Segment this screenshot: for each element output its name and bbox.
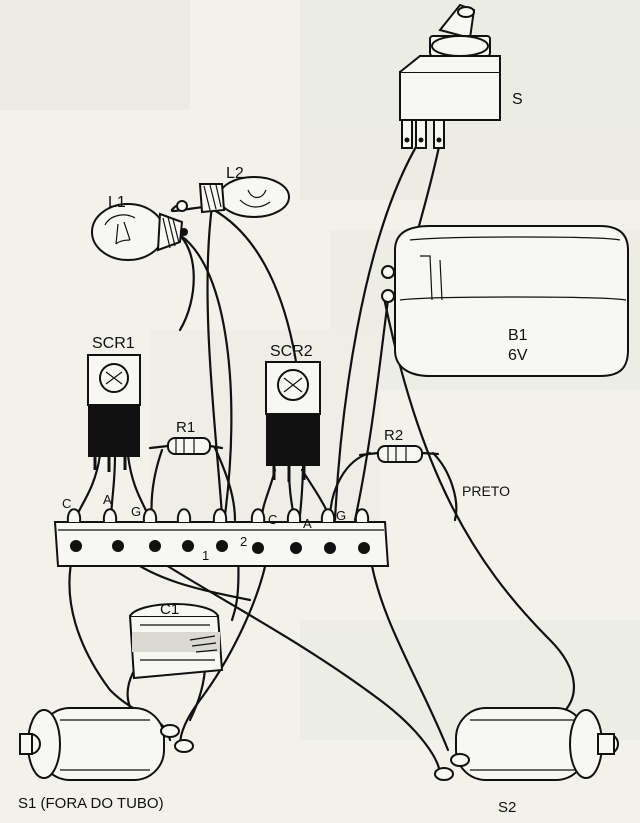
label-scr1-pin-a: A	[103, 492, 112, 507]
label-c1: C1	[160, 601, 179, 618]
toggle-switch-s: S	[399, 3, 523, 149]
resistor-r2: R2	[358, 427, 440, 463]
label-scr2-pin-a: A	[303, 516, 312, 531]
label-s1-caption: S1 (FORA DO TUBO)	[18, 795, 164, 812]
resistor-r1: R1	[148, 419, 224, 455]
label-scr1-pin-c: C	[62, 496, 71, 511]
lamp-l2: L2	[176, 165, 290, 218]
scr2-component: SCR2	[265, 343, 321, 482]
scr1-component: SCR1	[87, 335, 141, 472]
label-preto: PRETO	[462, 483, 510, 499]
label-l2: L2	[226, 165, 244, 182]
label-b1-value: 6V	[508, 347, 528, 364]
reed-switch-s2: S2	[434, 707, 619, 816]
label-scr2: SCR2	[270, 343, 313, 360]
label-r1: R1	[176, 419, 195, 436]
label-scr2-pin-g: G	[336, 508, 346, 523]
strip-rivets	[70, 540, 370, 554]
label-scr2-pin-c: C	[268, 512, 277, 527]
label-r2: R2	[384, 427, 403, 444]
label-strip-1: 1	[202, 548, 209, 563]
label-b1: B1	[508, 327, 528, 344]
label-scr1-pin-g: G	[131, 504, 141, 519]
lamp-l1: L1	[91, 194, 188, 261]
capacitor-c1: C1	[128, 601, 224, 680]
label-strip-2: 2	[240, 534, 247, 549]
label-s: S	[512, 91, 523, 108]
battery-b1: B1 6V	[381, 225, 629, 377]
label-l1: L1	[108, 194, 126, 211]
label-scr1: SCR1	[92, 335, 135, 352]
reed-switch-s1: S1 (FORA DO TUBO)	[18, 707, 194, 812]
terminal-strip: C A G C A G 1 2	[53, 492, 390, 567]
terminal-lugs	[66, 508, 370, 523]
label-s2: S2	[498, 799, 516, 816]
